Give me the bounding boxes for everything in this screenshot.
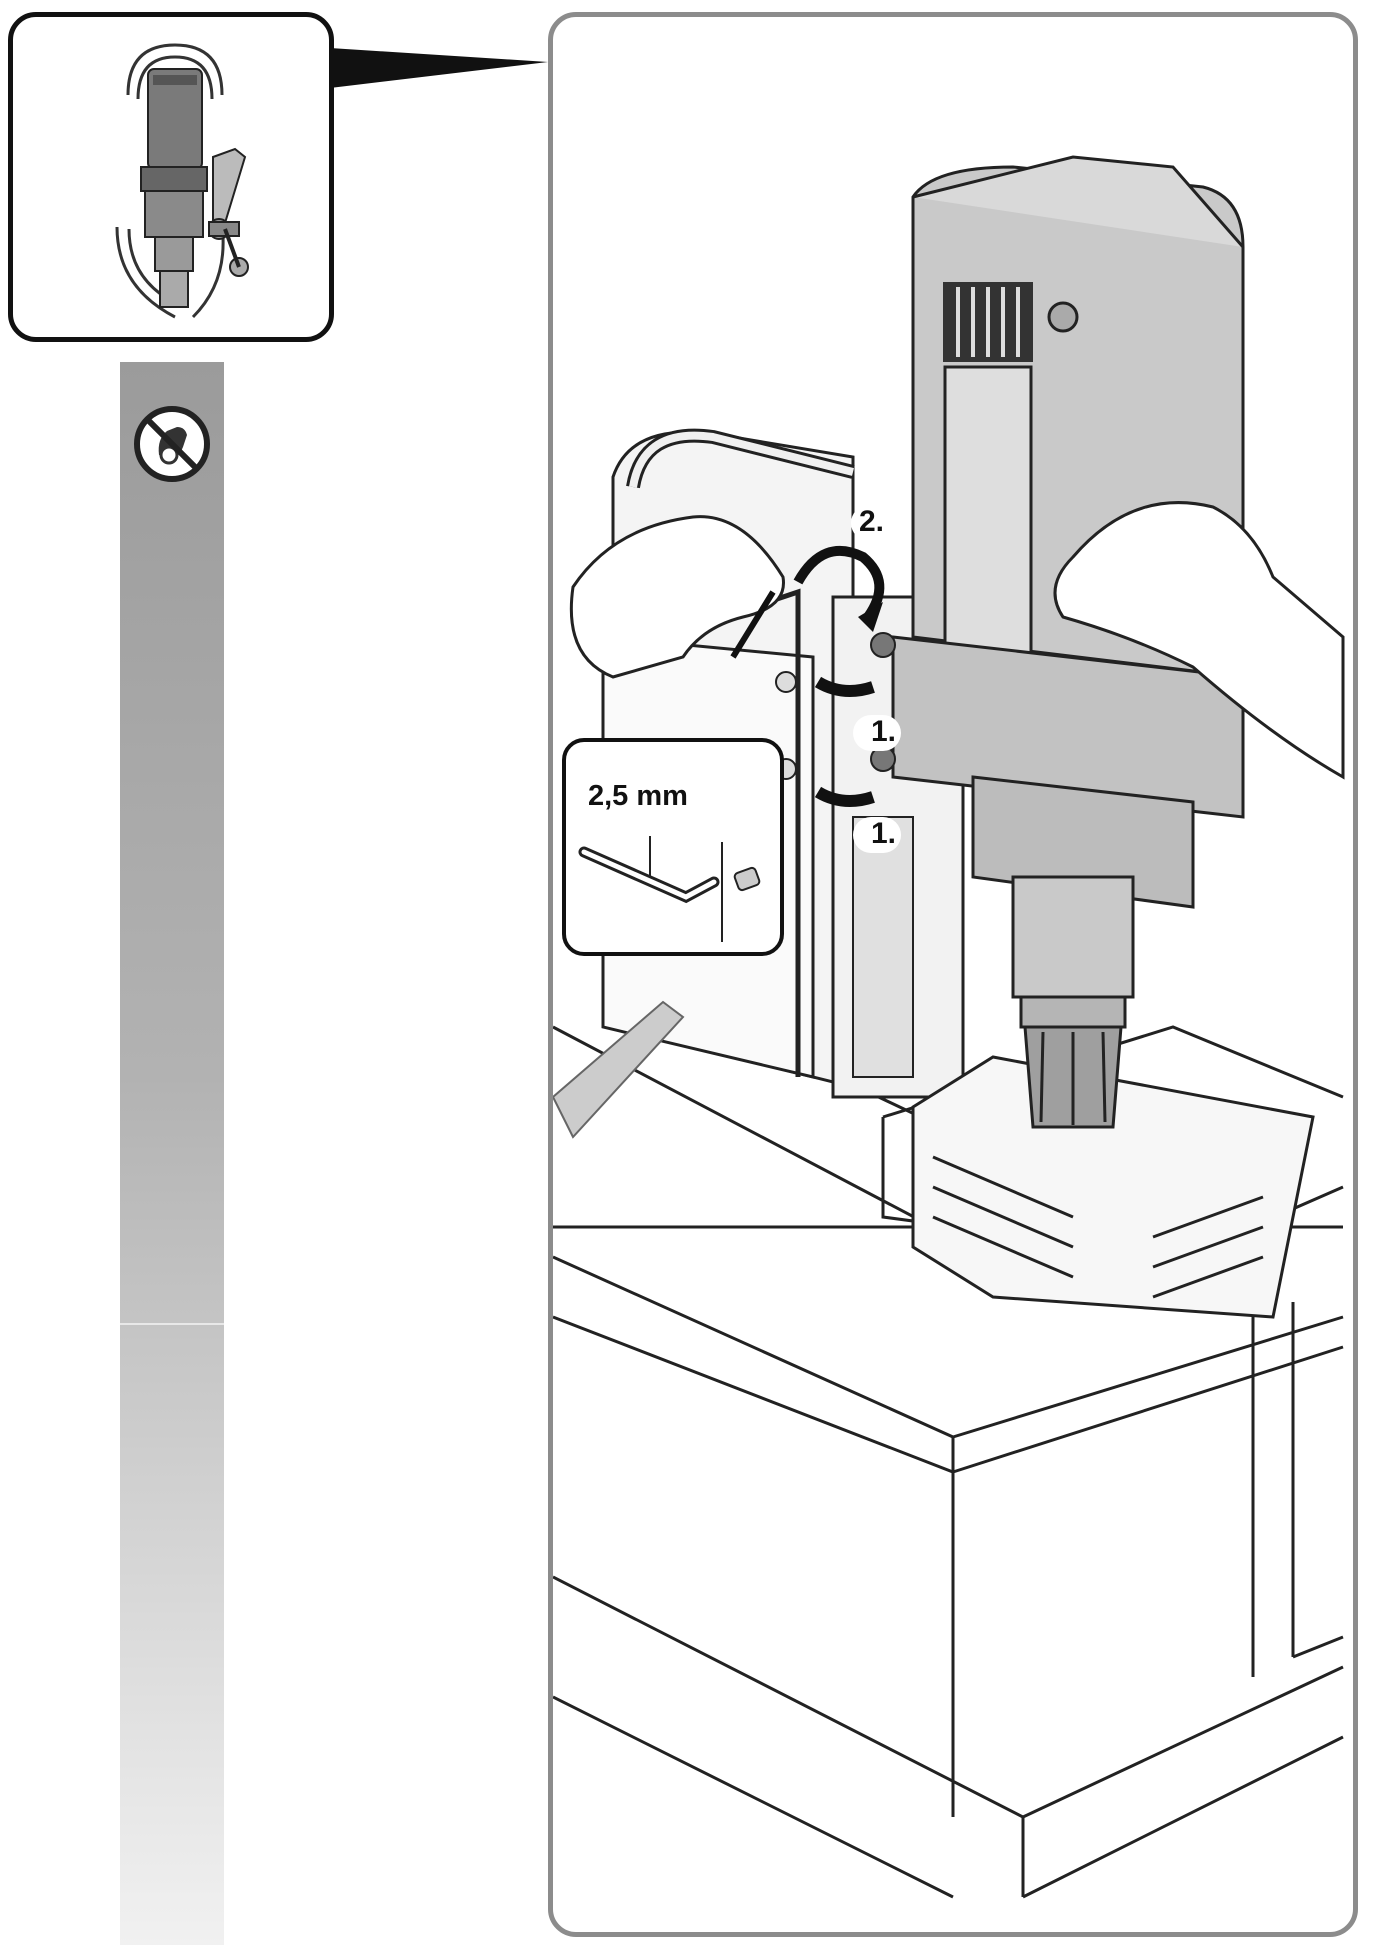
callout-connector [330, 48, 548, 88]
side-strip [120, 362, 224, 1945]
step-badge-upper [853, 715, 901, 751]
hex-key-detail-callout: 2,5 mm [562, 738, 784, 956]
overview-thumbnail [8, 12, 334, 342]
step-badge-lower [853, 817, 901, 853]
hex-key-drawing [578, 836, 761, 942]
hex-key-size-label: 2,5 mm [588, 780, 688, 812]
no-hand-contact-icon [134, 406, 210, 482]
main-illustration-panel: 2. 1. 1. [548, 12, 1358, 1937]
step-badge-rotate [851, 505, 899, 541]
magnetic-drill-drawing [553, 155, 1345, 1899]
strip-divider [120, 1323, 224, 1325]
step-loosen-lower-label: 1. [871, 817, 897, 850]
step-rotate-label: 2. [859, 505, 885, 538]
drill-overview-drawing [115, 43, 249, 319]
step-loosen-upper-label: 1. [871, 715, 897, 748]
